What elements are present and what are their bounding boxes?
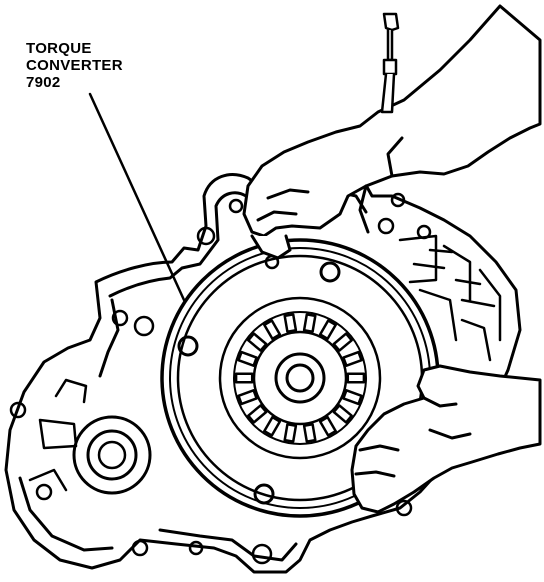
converter-vane	[346, 372, 366, 384]
converter-vane	[332, 332, 353, 352]
converter-vane	[263, 415, 282, 437]
converter-vane	[302, 313, 317, 333]
tool-rod	[380, 12, 400, 114]
converter-vane	[342, 350, 363, 367]
converter-vanes	[234, 313, 366, 443]
callout-leader-line	[88, 92, 186, 302]
housing-ribs	[398, 234, 502, 362]
converter-vane	[234, 372, 254, 384]
converter-vane	[283, 313, 298, 333]
converter-vane	[263, 319, 282, 341]
torque-converter-callout: TORQUE CONVERTER 7902	[26, 40, 123, 91]
side-bore	[28, 378, 152, 495]
callout-line-2: CONVERTER	[26, 57, 123, 74]
bolt-bosses	[9, 192, 457, 565]
converter-vane	[247, 404, 268, 424]
converter-vane	[318, 319, 337, 341]
converter-vane	[237, 389, 258, 406]
converter-vane	[318, 415, 337, 437]
converter-vane	[247, 332, 268, 352]
lower-hand	[350, 364, 542, 514]
callout-line-3: 7902	[26, 74, 61, 91]
callout-line-1: TORQUE	[26, 40, 92, 57]
upper-hand	[242, 4, 542, 260]
converter-vane	[237, 350, 258, 367]
converter-vane	[283, 423, 298, 443]
converter-vane	[302, 423, 317, 443]
converter-vane	[332, 404, 353, 424]
converter-vane	[342, 389, 363, 406]
